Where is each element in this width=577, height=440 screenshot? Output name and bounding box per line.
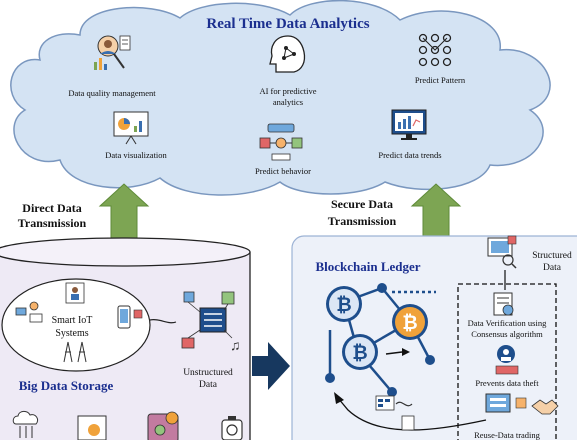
label-data-quality: Data quality management <box>68 88 156 98</box>
theft-label: Prevents data theft <box>475 378 539 388</box>
smart-iot-group <box>1 278 151 372</box>
cloud-title: Real Time Data Analytics <box>206 16 369 32</box>
data-trading-icon <box>485 393 527 413</box>
iot-tower-icon <box>63 341 87 363</box>
structured-label-1: Structured <box>532 251 572 261</box>
finance-coins-icon <box>147 411 179 440</box>
storage-to-ledger-arrow <box>252 342 290 390</box>
bitcoin-icon-orange: ₿ <box>392 304 428 340</box>
label-ai-predictive-2: analytics <box>273 97 303 107</box>
person-magnifier-icon <box>94 35 131 70</box>
blockchain-ledger-panel <box>291 235 577 440</box>
direct-transmission-label-1: Direct Data <box>22 201 81 215</box>
label-predict-pattern: Predict Pattern <box>415 75 466 85</box>
secure-transmission-label-2: Transmission <box>328 214 397 228</box>
iot-label-2: Systems <box>55 328 88 339</box>
secure-transmission-arrow <box>410 183 462 251</box>
unstructured-data-icon: ♫ <box>181 291 241 354</box>
analytics-cloud <box>10 0 551 196</box>
direct-transmission-arrow <box>98 183 150 251</box>
ledger-title: Blockchain Ledger <box>315 259 420 274</box>
structured-label-2: Data <box>543 263 562 273</box>
storage-title: Big Data Storage <box>19 378 114 393</box>
behavior-flow-icon <box>259 123 303 161</box>
camera-lock-icon <box>221 416 243 440</box>
structured-data-icon <box>487 235 517 269</box>
iot-devices-icon <box>15 301 43 323</box>
svg-text:♫: ♫ <box>230 339 241 354</box>
unstructured-label-2: Data <box>199 380 218 390</box>
iot-person-icon <box>65 282 85 304</box>
verification-check-icon <box>493 292 514 316</box>
iot-to-unstructured-connector <box>149 319 177 324</box>
direct-transmission-label-2: Transmission <box>18 216 87 230</box>
svg-text:₿: ₿ <box>402 312 417 334</box>
data-chain-icon <box>375 395 415 431</box>
reuse-label: Reuse-Data trading <box>474 430 541 440</box>
reuse-feedback-arrowhead <box>334 392 344 404</box>
network-nodes <box>325 283 435 397</box>
label-ai-predictive-1: AI for predictive <box>259 86 316 96</box>
label-predict-trends: Predict data trends <box>378 150 441 160</box>
verify-label-2: Consensus algorithm <box>471 329 543 339</box>
theft-shield-icon <box>495 345 519 375</box>
verification-dashed-box <box>457 283 557 440</box>
handshake-icon <box>531 399 559 415</box>
cloud-storage-icon <box>12 410 39 438</box>
presentation-board-icon <box>113 111 149 145</box>
iot-label-1: Smart IoT <box>52 315 93 326</box>
secure-transmission-label-1: Secure Data <box>331 197 393 211</box>
pattern-grid-icon <box>418 33 452 67</box>
ledger-internal-arrow <box>385 348 410 356</box>
label-predict-behavior: Predict behavior <box>255 166 311 176</box>
bitcoin-icon-left: ₿ <box>326 286 362 322</box>
analytics-chart-icon <box>77 415 107 440</box>
label-data-visualization: Data visualization <box>105 150 167 160</box>
verify-label-1: Data Verification using <box>468 318 547 328</box>
ai-head-icon <box>269 35 306 73</box>
svg-text:₿: ₿ <box>336 294 351 316</box>
iot-phone-icon <box>117 305 143 329</box>
monitor-chart-icon <box>391 109 427 140</box>
unstructured-label-1: Unstructured <box>183 368 233 378</box>
svg-text:₿: ₿ <box>352 342 367 364</box>
bitcoin-icon-bottom: ₿ <box>342 334 378 370</box>
